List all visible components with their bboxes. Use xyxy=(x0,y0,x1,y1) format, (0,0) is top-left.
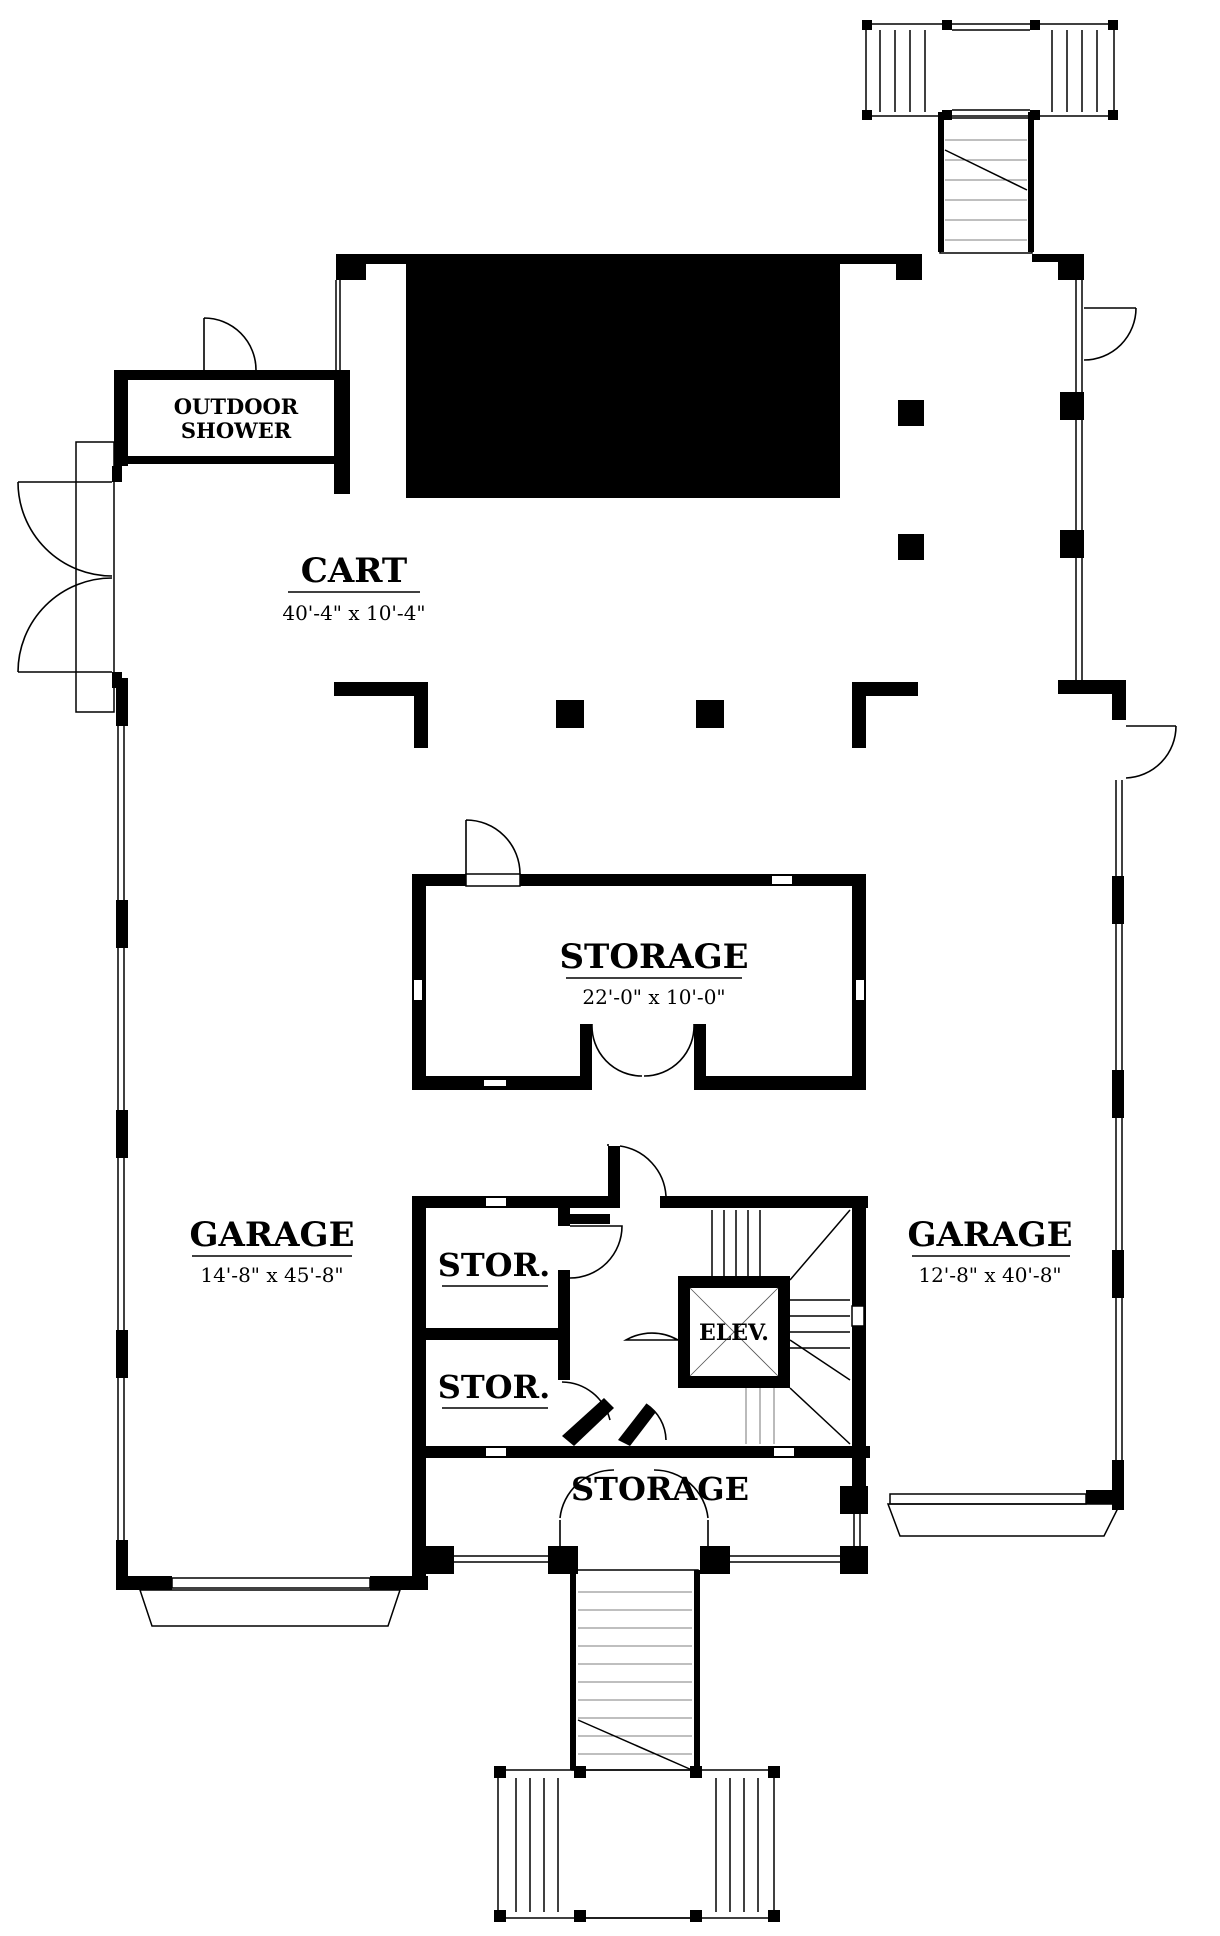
columns xyxy=(334,400,924,748)
door-swing xyxy=(623,1332,679,1341)
storage-center-label: STORAGE xyxy=(559,937,748,977)
cart-dims: 40'-4" x 10'-4" xyxy=(282,601,425,625)
entry-storage-walls xyxy=(412,1440,868,1580)
garage-right-dims: 12'-8" x 40'-8" xyxy=(918,1263,1061,1287)
garage-right-label: GARAGE xyxy=(907,1215,1072,1255)
outdoor-shower-label-line2: SHOWER xyxy=(181,418,292,443)
door-swing xyxy=(645,1403,667,1441)
room-labels: OUTDOOR SHOWER CART 40'-4" x 10'-4" STOR… xyxy=(174,394,1073,1508)
solid-block xyxy=(406,264,840,498)
stor-upper-label: STOR. xyxy=(438,1246,551,1284)
door-swing xyxy=(591,1023,695,1077)
outer-walls xyxy=(75,254,1126,1627)
door-swing xyxy=(561,1381,611,1421)
central-storage-walls xyxy=(412,873,866,1090)
storage-center-dims: 22'-0" x 10'-0" xyxy=(582,985,725,1009)
door-swing xyxy=(607,1144,667,1197)
elevator-label: ELEV. xyxy=(699,1320,769,1346)
cart-label: CART xyxy=(301,551,407,591)
bottom-exterior-stair xyxy=(494,1569,780,1922)
stor-lower-label: STOR. xyxy=(438,1368,551,1406)
door-swing xyxy=(465,819,521,875)
garage-left-dims: 14'-8" x 45'-8" xyxy=(200,1263,343,1287)
lower-core-walls xyxy=(412,1146,870,1578)
exterior-doors xyxy=(17,307,1177,779)
storage-entry-label: STORAGE xyxy=(571,1470,749,1508)
top-exterior-stair xyxy=(862,20,1118,254)
garage-left-label: GARAGE xyxy=(189,1215,354,1255)
outdoor-shower-label-line1: OUTDOOR xyxy=(174,394,299,419)
door-swing xyxy=(569,1225,623,1279)
